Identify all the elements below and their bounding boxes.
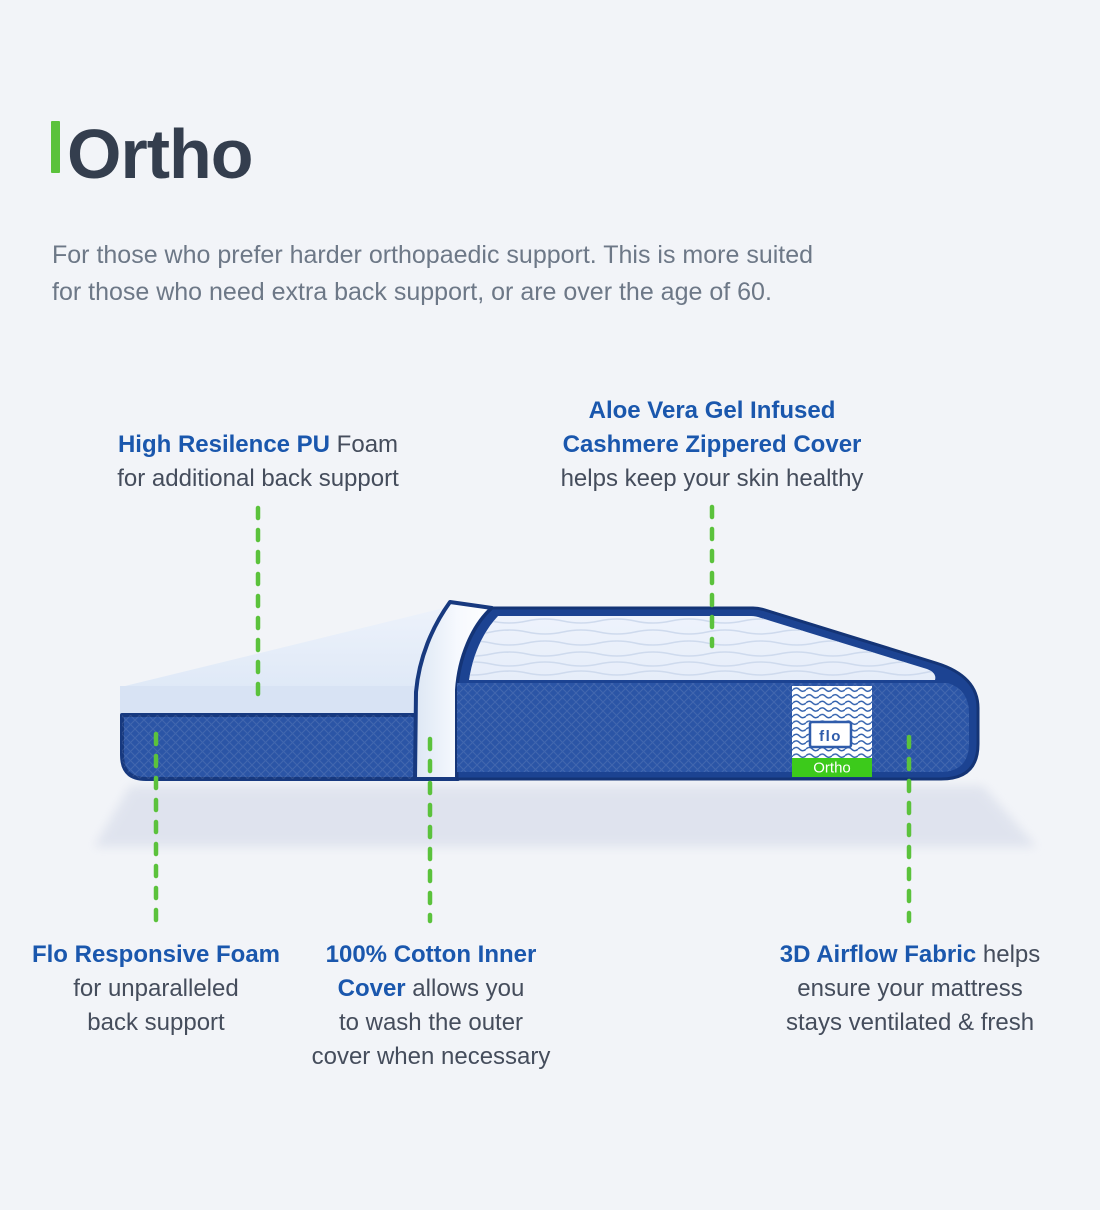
foam-front-face [120,686,418,717]
callout-line: 100% Cotton Inner [325,941,537,968]
callout-airflow-fabric: 3D Airflow Fabric helps ensure your matt… [752,938,1068,1040]
ortho-badge [792,758,872,777]
callout-line: High Resilence PU Foam [117,431,399,458]
callout-inner-cover: 100% Cotton Inner Cover allows you to wa… [281,938,581,1074]
brand-label-text: flo [819,728,842,745]
callout-line: Aloe Vera Gel Infused [588,397,836,424]
title-accent-bar [51,121,60,173]
callout-line: Cover allows you [337,975,525,1002]
callout-zipper-cover: Aloe Vera Gel Infused Cashmere Zippered … [537,394,887,496]
callout-line: for unparalleled [73,975,239,1002]
page-subtitle: For those who prefer harder orthopaedic … [52,237,813,311]
subtitle-line-2: for those who need extra back support, o… [52,278,772,306]
callout-line: to wash the outer [338,1009,524,1036]
callout-pu-foam: High Resilence PU Foam for additional ba… [78,428,438,496]
header: Ortho [51,115,254,193]
mattress-shadow [94,786,1037,847]
leader-lines [153,504,912,924]
ortho-badge-text: Ortho [813,760,851,777]
covered-mattress: flo Ortho [455,606,980,781]
mattress-side-wall [457,683,969,772]
callout-line: Flo Responsive Foam [31,941,281,968]
subtitle-line-1: For those who prefer harder orthopaedic … [52,241,814,269]
callout-line: 3D Airflow Fabric helps [779,941,1041,968]
base-foam-left [120,713,460,781]
brand-label-tag: flo Ortho [792,686,872,777]
callout-line: stays ventilated & fresh [785,1009,1035,1036]
page-title: Ortho [67,115,254,193]
callout-line: cover when necessary [311,1043,551,1070]
foam-top-surface [121,606,452,687]
callout-line: ensure your mattress [797,975,1023,1002]
callout-responsive-foam: Flo Responsive Foam for unparalleled bac… [6,938,306,1040]
callout-line: Cashmere Zippered Cover [562,431,862,458]
callout-line: helps keep your skin healthy [560,465,864,492]
callout-line: back support [87,1009,225,1036]
callout-line: for additional back support [117,465,399,492]
